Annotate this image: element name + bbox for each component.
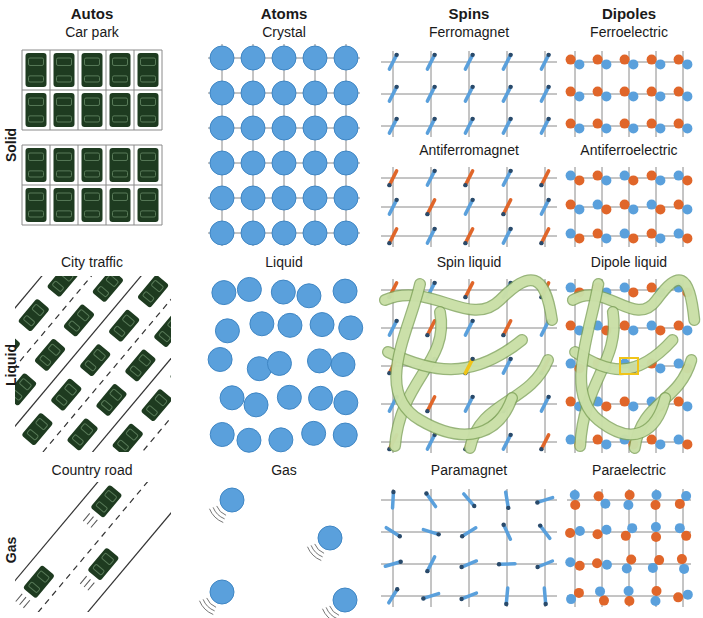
column-heading: Dipoles xyxy=(602,5,656,23)
car xyxy=(108,309,140,343)
paraelectric xyxy=(565,489,693,607)
car xyxy=(112,423,144,452)
antiferromagnet xyxy=(381,167,557,247)
city-traffic xyxy=(15,276,171,452)
car xyxy=(138,148,159,182)
column-subheading: Ferromagnet xyxy=(429,24,509,41)
car xyxy=(23,565,55,599)
car xyxy=(110,53,131,87)
atoms xyxy=(200,44,363,618)
spin-liquid xyxy=(381,279,557,453)
car xyxy=(26,93,47,127)
row-label: Liquid xyxy=(3,344,20,386)
car xyxy=(138,53,159,87)
car xyxy=(26,188,47,222)
car-park xyxy=(22,50,162,225)
car xyxy=(110,188,131,222)
panel-label: Spin liquid xyxy=(437,254,502,271)
column-heading: Spins xyxy=(449,5,490,23)
row-label: Gas xyxy=(3,537,20,563)
panel-label: Paraelectric xyxy=(592,462,666,479)
car xyxy=(137,276,169,308)
column-heading: Autos xyxy=(71,5,114,23)
dipole-liquid xyxy=(566,279,695,453)
entanglement-tubes xyxy=(385,280,552,448)
panel-label: Dipole liquid xyxy=(591,254,667,271)
car xyxy=(79,343,111,377)
column-heading: Atoms xyxy=(261,5,308,23)
car xyxy=(138,93,159,127)
column-subheading: Ferroelectric xyxy=(590,24,668,41)
car xyxy=(54,188,75,222)
car xyxy=(95,383,127,417)
panel-label: Gas xyxy=(271,462,297,479)
car xyxy=(82,53,103,87)
car xyxy=(153,314,171,348)
car xyxy=(63,303,95,337)
antiferroelectric xyxy=(566,167,693,247)
car xyxy=(66,417,98,451)
car xyxy=(90,484,122,518)
column-subheading: Crystal xyxy=(262,24,306,41)
car xyxy=(54,53,75,87)
car xyxy=(21,412,53,446)
car xyxy=(82,93,103,127)
paramagnet xyxy=(381,489,557,607)
panel-label: Liquid xyxy=(265,254,302,271)
car xyxy=(138,188,159,222)
car xyxy=(34,338,66,372)
car xyxy=(82,188,103,222)
car xyxy=(124,348,156,382)
car xyxy=(54,93,75,127)
car xyxy=(82,148,103,182)
car xyxy=(18,298,50,332)
panel-label: Country road xyxy=(52,462,133,479)
car xyxy=(54,148,75,182)
panel-label: City traffic xyxy=(61,254,123,271)
car xyxy=(140,388,171,422)
column-subheading: Car park xyxy=(65,24,119,41)
car xyxy=(87,547,119,581)
ferroelectric xyxy=(566,51,693,137)
row-label: Solid xyxy=(3,128,20,162)
panel-label: Paramagnet xyxy=(431,462,507,479)
car xyxy=(110,148,131,182)
car xyxy=(26,148,47,182)
car xyxy=(110,93,131,127)
panel-label: Antiferromagnet xyxy=(419,142,519,159)
car xyxy=(47,276,79,298)
car xyxy=(169,354,171,388)
ferromagnet xyxy=(381,51,557,137)
car xyxy=(92,276,124,303)
car xyxy=(26,53,47,87)
car xyxy=(50,378,82,412)
panel-label: Antiferroelectric xyxy=(580,142,677,159)
entanglement-tubes xyxy=(573,280,694,448)
country-road xyxy=(15,482,171,612)
